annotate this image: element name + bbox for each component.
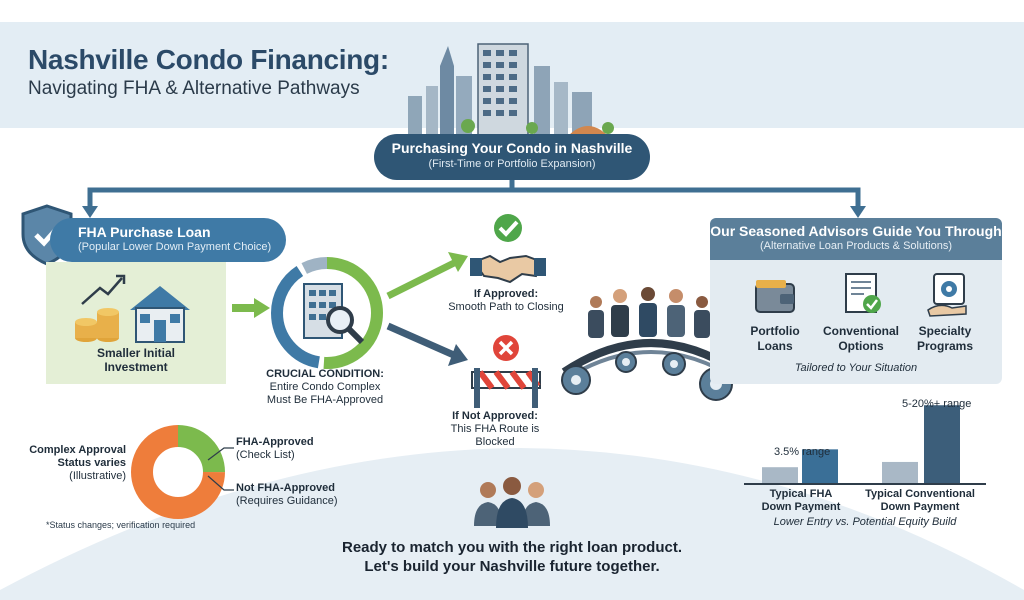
page-title: Nashville Condo Financing: [28,44,389,75]
conventional-bar-caption: Typical Conventional Down Payment [860,488,980,514]
document-check-icon [845,273,881,313]
fha-loan-node: FHA Purchase Loan (Popular Lower Down Pa… [50,218,286,262]
fha-benefit-line-1: Smaller Initial [96,346,176,360]
bar-chart-note: Lower Entry vs. Potential Equity Build [773,516,957,528]
wallet-icon [755,280,795,313]
start-subtitle: (First-Time or Portfolio Expansion) [428,158,596,170]
start-node: Purchasing Your Condo in Nashville (Firs… [374,134,650,180]
donut-leader-lines [207,447,234,491]
option-specialty: Specialty Programs [900,324,990,354]
approval-status-footnote: *Status changes; verification required [46,520,196,530]
advisors-header: Our Seasoned Advisors Guide You Through … [710,218,1002,260]
crucial-condition-line-2: Must Be FHA-Approved [266,394,384,406]
not-approved-label: If Not Approved: [452,410,538,422]
crucial-condition-line-1: Entire Condo Complex [269,381,381,393]
fha-bar-caption: Typical FHA Down Payment [756,488,846,514]
advisors-tailored-note: Tailored to Your Situation [794,362,918,374]
option-specialty-line-2: Programs [916,339,974,353]
legend-not-approved: Not FHA-Approved (Requires Guidance) [236,482,338,508]
fha-subtitle: (Popular Lower Down Payment Choice) [78,241,272,253]
option-portfolio-line-1: Portfolio [750,324,800,338]
bar-fha-1 [762,467,798,484]
legend-not-approved-note: (Requires Guidance) [236,495,338,507]
approved-outcome: If Approved: Smooth Path to Closing [436,288,576,314]
fha-bar-caption-line-2: Down Payment [761,501,841,513]
approved-label: If Approved: [473,288,539,300]
conventional-range-label: 5-20%+ range [902,398,972,410]
bar-conventional-2 [924,405,960,484]
approval-status-donut-chart [131,425,225,519]
legend-not-approved-label: Not FHA-Approved [236,482,335,494]
conventional-bar-caption-line-1: Typical Conventional [865,488,975,500]
donut-slice-not-fha-approved [131,425,225,519]
cta-line-2: Let's build your Nashville future togeth… [364,558,660,575]
option-specialty-line-1: Specialty [918,324,972,338]
not-approved-outcome: If Not Approved: This FHA Route is Block… [430,410,560,449]
house-coins-icon [75,274,190,343]
conventional-bar-caption-line-2: Down Payment [880,501,960,513]
not-approved-line-2: Blocked [475,436,515,448]
fha-benefit-line-2: Investment [104,360,168,374]
down-payment-bar-chart [744,405,986,485]
bar-fha-2 [802,449,838,484]
building-inspection-icon [271,257,383,369]
legend-fha-approved-note: (Check List) [236,449,295,461]
call-to-action: Ready to match you with the right loan p… [300,538,724,576]
fha-benefit-box: Smaller Initial Investment [46,262,226,384]
approval-status-line-2: Status varies [57,457,126,469]
cta-line-1: Ready to match you with the right loan p… [341,539,682,556]
not-approved-line-1: This FHA Route is [450,423,540,435]
approved-text: Smooth Path to Closing [448,301,564,313]
advisors-subtitle: (Alternative Loan Products & Solutions) [760,240,952,252]
option-conventional: Conventional Options [816,324,906,354]
gear-hand-icon [927,273,967,317]
advisors-title: Our Seasoned Advisors Guide You Through [710,223,1002,239]
approval-status-line-1: Complex Approval [29,444,126,456]
fha-benefit-label: Smaller Initial Investment [46,346,226,374]
fha-title: FHA Purchase Loan [78,224,211,240]
legend-fha-approved: FHA-Approved (Check List) [236,436,314,462]
blocked-barrier-icon [471,335,541,408]
approved-handshake-icon [470,214,546,284]
option-portfolio-line-2: Loans [757,339,793,353]
fha-range-label: 3.5% range [774,446,831,458]
start-title: Purchasing Your Condo in Nashville [391,140,633,156]
fha-bar-caption-line-1: Typical FHA [769,488,833,500]
approval-status-note: (Illustrative) [69,470,126,482]
bar-conventional-1 [882,461,918,484]
page-subtitle: Navigating FHA & Alternative Pathways [28,78,360,99]
approval-status-label: Complex Approval Status varies (Illustra… [22,444,126,483]
crucial-condition: CRUCIAL CONDITION: Entire Condo Complex … [250,368,400,407]
legend-fha-approved-label: FHA-Approved [236,436,314,448]
crucial-condition-label: CRUCIAL CONDITION: [266,368,384,380]
option-portfolio-loans: Portfolio Loans [730,324,820,354]
advisor-team-icon [474,477,550,528]
option-conventional-line-2: Options [838,339,884,353]
option-conventional-line-1: Conventional [822,324,899,338]
